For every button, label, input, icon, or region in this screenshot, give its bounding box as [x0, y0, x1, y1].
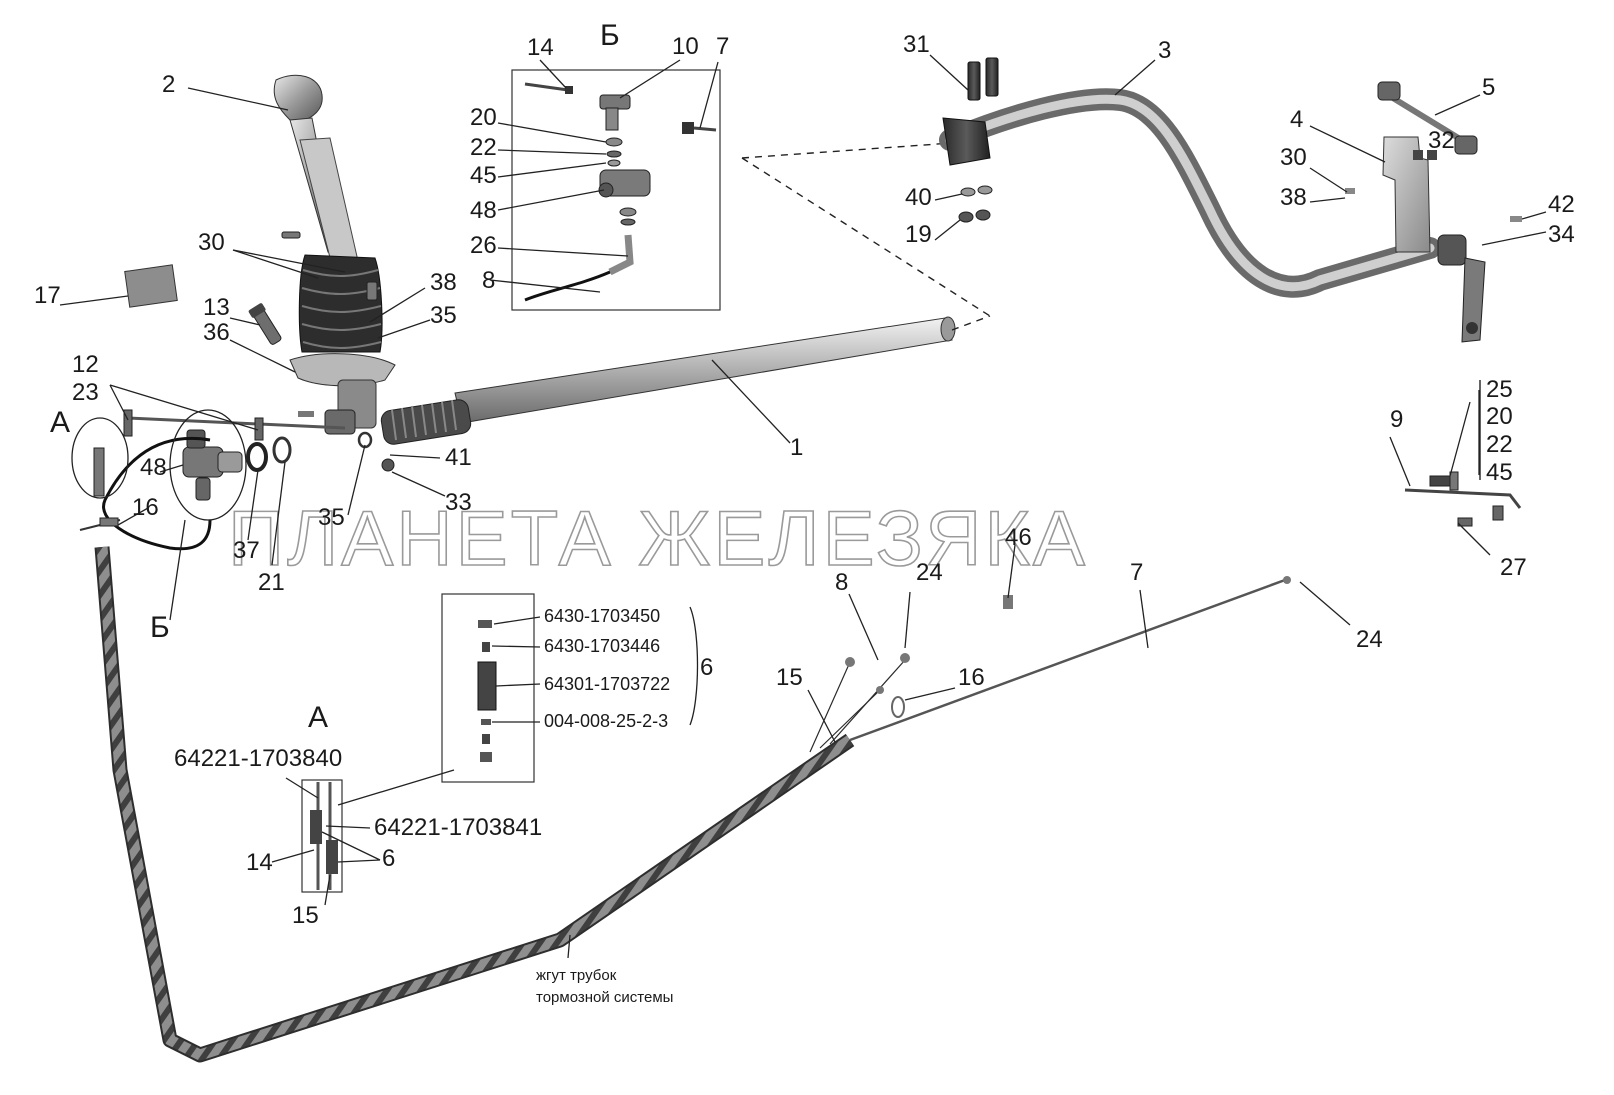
callout-30a: 30: [198, 229, 225, 256]
callout-labels: 1 2 3 4 5 6 6 7 7 8 8 9 10 12 13 14 14 1…: [34, 19, 1575, 1006]
callout-42: 42: [1548, 191, 1575, 218]
part-number-6: 64221-1703841: [374, 814, 542, 841]
callout-35b: 35: [318, 504, 345, 531]
detail-b-inset: [511, 69, 721, 311]
callout-13: 13: [203, 294, 230, 321]
callout-24a: 24: [916, 559, 943, 586]
view-marker-a-detail: А: [308, 701, 328, 734]
callout-48a: 48: [470, 197, 497, 224]
callout-21: 21: [258, 569, 285, 596]
callout-15b: 15: [292, 902, 319, 929]
part-number-5: 64221-1703840: [174, 745, 342, 772]
detail-a-marker: [71, 417, 129, 499]
valve-assembly-left: [79, 409, 395, 551]
callout-9: 9: [1390, 406, 1403, 433]
callout-1: 1: [790, 434, 803, 461]
callout-8b: 8: [835, 569, 848, 596]
main-shaft-part-1: [380, 316, 956, 445]
view-marker-b-top: Б: [600, 19, 620, 52]
link-rod-part-5: [1377, 81, 1478, 155]
view-marker-a-left: А: [50, 406, 70, 439]
watermark: ПЛАНЕТА ЖЕЛЕЗЯКА: [228, 494, 1088, 582]
callout-12: 12: [72, 351, 99, 378]
callout-24b: 24: [1356, 626, 1383, 653]
callout-45a: 45: [470, 162, 497, 189]
callout-14a: 14: [527, 34, 554, 61]
callout-48b: 48: [140, 454, 167, 481]
callout-6b: 6: [382, 845, 395, 872]
gear-lever-part-2: [248, 74, 396, 435]
callout-3: 3: [1158, 37, 1171, 64]
callout-20a: 20: [470, 104, 497, 131]
callout-14b: 14: [246, 849, 273, 876]
part-number-2: 6430-1703446: [544, 636, 660, 656]
callout-25: 25: [1486, 376, 1513, 403]
callout-5: 5: [1482, 74, 1495, 101]
bracket-part-4: [1382, 136, 1486, 343]
part-6-kit-box: [441, 593, 535, 783]
callout-8a: 8: [482, 267, 495, 294]
view-marker-b-left: Б: [150, 611, 170, 644]
right-small-parts: [1003, 188, 1522, 609]
callout-7b: 7: [1130, 559, 1143, 586]
callout-35a: 35: [430, 302, 457, 329]
bent-rod-part-3: [939, 57, 1441, 298]
leader-lines: [59, 54, 1547, 959]
callout-33: 33: [445, 489, 472, 516]
plate-part-17: [124, 264, 178, 308]
callout-45b: 45: [1486, 459, 1513, 486]
callout-4: 4: [1290, 106, 1303, 133]
callout-23: 23: [72, 379, 99, 406]
callout-20b: 20: [1486, 403, 1513, 430]
brake-tube-harness: [94, 546, 1291, 1063]
callout-32: 32: [1428, 127, 1455, 154]
callout-30b: 30: [1280, 144, 1307, 171]
callout-27: 27: [1500, 554, 1527, 581]
callout-16a: 16: [132, 494, 159, 521]
callout-41: 41: [445, 444, 472, 471]
callout-26: 26: [470, 232, 497, 259]
callout-40: 40: [905, 184, 932, 211]
detail-b-marker: [169, 409, 247, 521]
callout-22b: 22: [1486, 431, 1513, 458]
caption-line-1: жгут трубок: [536, 967, 617, 984]
callout-16b: 16: [958, 664, 985, 691]
callout-31: 31: [903, 31, 930, 58]
callout-17: 17: [34, 282, 61, 309]
callout-10: 10: [672, 33, 699, 60]
callout-19: 19: [905, 221, 932, 248]
callout-36: 36: [203, 319, 230, 346]
callout-34: 34: [1548, 221, 1575, 248]
callout-37: 37: [233, 537, 260, 564]
callout-46: 46: [1005, 524, 1032, 551]
callout-22a: 22: [470, 134, 497, 161]
callout-6: 6: [700, 654, 713, 681]
callout-15a: 15: [776, 664, 803, 691]
callout-38b: 38: [1280, 184, 1307, 211]
caption-line-2: тормозной системы: [536, 989, 673, 1006]
part-number-4: 004-008-25-2-3: [544, 711, 668, 731]
part-number-3: 64301-1703722: [544, 674, 670, 694]
callout-2: 2: [162, 71, 175, 98]
part-number-1: 6430-1703450: [544, 606, 660, 626]
callout-38a: 38: [430, 269, 457, 296]
callout-7a: 7: [716, 33, 729, 60]
projection-lines: [741, 142, 991, 331]
detail-a-inset: [301, 779, 343, 893]
